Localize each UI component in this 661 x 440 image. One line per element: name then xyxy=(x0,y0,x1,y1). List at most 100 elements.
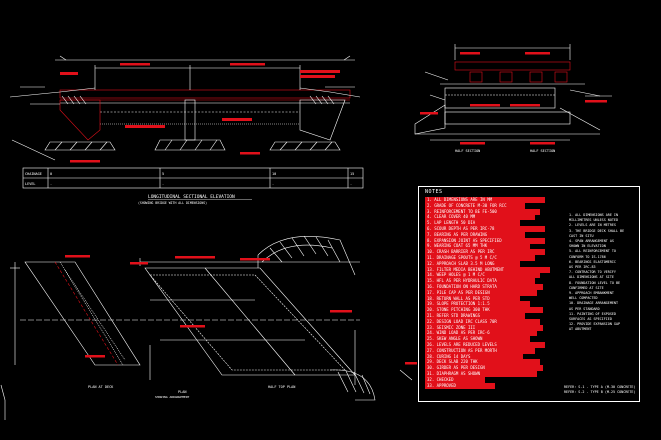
plan-center-title: PLAN xyxy=(178,390,186,394)
note-line-text: 28. CURING 14 DAYS xyxy=(427,353,471,359)
note-line-text: 22. DESIGN LOAD IRC CLASS 70R xyxy=(427,318,497,324)
elevation-subtitle: (SHOWING BRIDGE WITH ALL DIMENSIONS) xyxy=(138,201,207,205)
note-line-text: 19. SLOPE PROTECTION 1:1.5 xyxy=(427,301,490,307)
white-note-line: SHOWN IN ELEVATION xyxy=(569,244,606,249)
note-line-text: 17. PILE CAP AS PER DESIGN xyxy=(427,289,490,295)
white-note-line: 5. ALL REINFORCEMENT TO xyxy=(569,249,616,254)
note-line-text: 10. CRASH BARRIER AS PER IRC xyxy=(427,249,495,255)
note-line-text: 27. CONSTRUCTION AS PER MORTH xyxy=(427,347,497,353)
chainage-table xyxy=(22,167,364,189)
note-line: 18. RETURN WALL AS PER STD xyxy=(425,295,520,302)
white-note-line: AS PER IRC-83 xyxy=(569,265,596,269)
white-note-line: 3. THE BRIDGE DECK SHALL BE xyxy=(569,228,625,233)
note-line: 22. DESIGN LOAD IRC CLASS 70R xyxy=(425,318,540,325)
plan-right-title: HALF TOP PLAN xyxy=(268,385,295,389)
table-row-2-label: LEVEL xyxy=(25,182,36,186)
cross-section xyxy=(414,44,612,145)
white-note-line: AT ABUTMENT xyxy=(569,327,592,332)
note-line: 25. SKEW ANGLE AS SHOWN xyxy=(425,336,530,343)
section-title-left: HALF SECTION xyxy=(455,149,480,153)
note-line-text: 9. WEARING COAT 65 MM THK xyxy=(427,243,488,249)
note-line: 11. DRAINAGE SPOUTS @ 5 M C/C xyxy=(425,255,535,261)
table-cell: 15 xyxy=(350,172,354,176)
table-cell: - xyxy=(50,182,52,186)
note-line: 21. REFER STD DRAWINGS xyxy=(425,313,525,319)
table-cell: 0 xyxy=(50,172,52,176)
white-note-line: 7. CONTRACTOR TO VERIFY xyxy=(569,270,616,275)
note-line: 15. HFL AS PER HYDRAULIC DATA xyxy=(425,278,535,285)
note-line: 27. CONSTRUCTION AS PER MORTH xyxy=(425,347,535,354)
note-line: 30. GIRDER AS PER DESIGN xyxy=(425,365,543,372)
note-line-text: 7. BEARING AS PER DRAWING xyxy=(427,231,488,237)
note-line-text: 15. HFL AS PER HYDRAULIC DATA xyxy=(427,278,497,284)
note-line-text: 13. FILTER MEDIA BEHIND ABUTMENT xyxy=(427,266,505,272)
note-line: 10. CRASH BARRIER AS PER IRC xyxy=(425,249,545,256)
note-line: 20. STONE PITCHING 300 THK xyxy=(425,307,543,314)
note-line-text: 25. SKEW ANGLE AS SHOWN xyxy=(427,336,483,342)
note-line: 14. WEEP HOLES @ 1 M C/C xyxy=(425,272,540,279)
note-line-text: 33. APPROVED xyxy=(427,382,456,388)
note-line: 26. LEVELS ARE REDUCED LEVELS xyxy=(425,342,545,348)
note-line: 4. CLEAR COVER 40 MM xyxy=(425,214,535,221)
note-line-text: 6. SCOUR DEPTH AS PER IRC-78 xyxy=(427,226,495,231)
white-note-line: 2. LEVELS ARE IN METRES xyxy=(569,223,616,228)
table-cell: 10 xyxy=(272,172,276,176)
note-line-text: 1. ALL DIMENSIONS ARE IN MM xyxy=(427,197,493,202)
note-line-text: 2. GRADE OF CONCRETE M-30 FOR RCC xyxy=(427,202,507,208)
white-note-line: 12. PROVIDE EXPANSION GAP xyxy=(569,322,621,327)
note-line-text: 11. DRAINAGE SPOUTS @ 5 M C/C xyxy=(427,255,497,260)
legend-line: REFER: S-2 - TYPE B (M-25 CONCRETE) xyxy=(564,390,636,394)
white-note-line: MILLIMETRES UNLESS NOTED xyxy=(569,218,618,223)
note-line-text: 24. WIND LOAD AS PER IRC-6 xyxy=(427,330,490,336)
note-line: 31. DIAPHRAGM AS SHOWN xyxy=(425,371,537,377)
white-note-line: CAST IN SITU xyxy=(569,233,594,238)
note-line: 8. EXPANSION JOINT AS SPECIFIED xyxy=(425,237,545,244)
table-row-1-label: CHAINAGE xyxy=(25,172,42,176)
note-line: 12. APPROACH SLAB 3.5 M LONG xyxy=(425,260,520,267)
section-title-right: HALF SECTION xyxy=(530,149,555,153)
white-note-line: 9. APPROACH EMBANKMENT xyxy=(569,291,614,295)
note-line-text: 8. EXPANSION JOINT AS SPECIFIED xyxy=(427,237,502,243)
table-cell: - xyxy=(350,182,352,186)
note-line-text: 23. SEISMIC ZONE III xyxy=(427,324,476,330)
note-line: 23. SEISMIC ZONE III xyxy=(425,324,543,331)
white-note-line: 4. SPAN ARRANGEMENT AS xyxy=(569,239,614,243)
note-line: 33. APPROVED xyxy=(425,382,495,389)
note-line-text: 16. FOUNDATION ON HARD STRATA xyxy=(427,284,497,289)
white-note-line: 8. FOUNDATION LEVEL TO BE xyxy=(569,280,621,285)
note-line: 19. SLOPE PROTECTION 1:1.5 xyxy=(425,301,530,308)
note-line: 16. FOUNDATION ON HARD STRATA xyxy=(425,284,543,290)
note-line-text: 12. APPROACH SLAB 3.5 M LONG xyxy=(427,260,495,266)
note-line: 6. SCOUR DEPTH AS PER IRC-78 xyxy=(425,226,545,232)
note-line: 7. BEARING AS PER DRAWING xyxy=(425,231,525,238)
note-line-text: 30. GIRDER AS PER DESIGN xyxy=(427,365,485,371)
white-note-line: AS PER STANDARD xyxy=(569,306,600,311)
longitudinal-elevation xyxy=(9,55,361,163)
note-line-text: 32. CHECKED xyxy=(427,376,454,382)
plan-left-title: PLAN AT DECK xyxy=(88,385,114,389)
note-line-text: 31. DIAPHRAGM AS SHOWN xyxy=(427,371,480,376)
note-line-text: 14. WEEP HOLES @ 1 M C/C xyxy=(427,272,485,278)
white-note-line: SURFACES AS SPECIFIED xyxy=(569,317,612,321)
white-note-line: 1. ALL DIMENSIONS ARE IN xyxy=(569,213,618,217)
note-line-text: 4. CLEAR COVER 40 MM xyxy=(427,214,476,220)
note-line-text: 29. DECK SLAB 220 THK xyxy=(427,359,478,365)
note-line-text: 21. REFER STD DRAWINGS xyxy=(427,313,480,318)
table-cell: - xyxy=(162,182,164,186)
table-cell: 5 xyxy=(162,172,164,176)
legend-line: REFER: S-1 - TYPE A (M-30 CONCRETE) xyxy=(564,385,636,389)
note-line: 29. DECK SLAB 220 THK xyxy=(425,359,540,366)
white-note-line: 6. BEARINGS ELASTOMERIC xyxy=(569,259,616,264)
white-note-line: CONFIRMED AT SITE xyxy=(569,285,604,290)
note-line-text: 3. REINFORCEMENT TO BE FE-500 xyxy=(427,208,497,214)
note-line: 9. WEARING COAT 65 MM THK xyxy=(425,243,530,250)
white-note-line: 11. PAINTING OF EXPOSED xyxy=(569,311,616,316)
note-line: 24. WIND LOAD AS PER IRC-6 xyxy=(425,330,537,337)
plan-views xyxy=(0,235,417,420)
white-note-line: WELL COMPACTED xyxy=(569,296,598,301)
note-line: 17. PILE CAP AS PER DESIGN xyxy=(425,289,537,296)
note-line: 28. CURING 14 DAYS xyxy=(425,353,523,360)
note-line-text: 26. LEVELS ARE REDUCED LEVELS xyxy=(427,342,497,347)
